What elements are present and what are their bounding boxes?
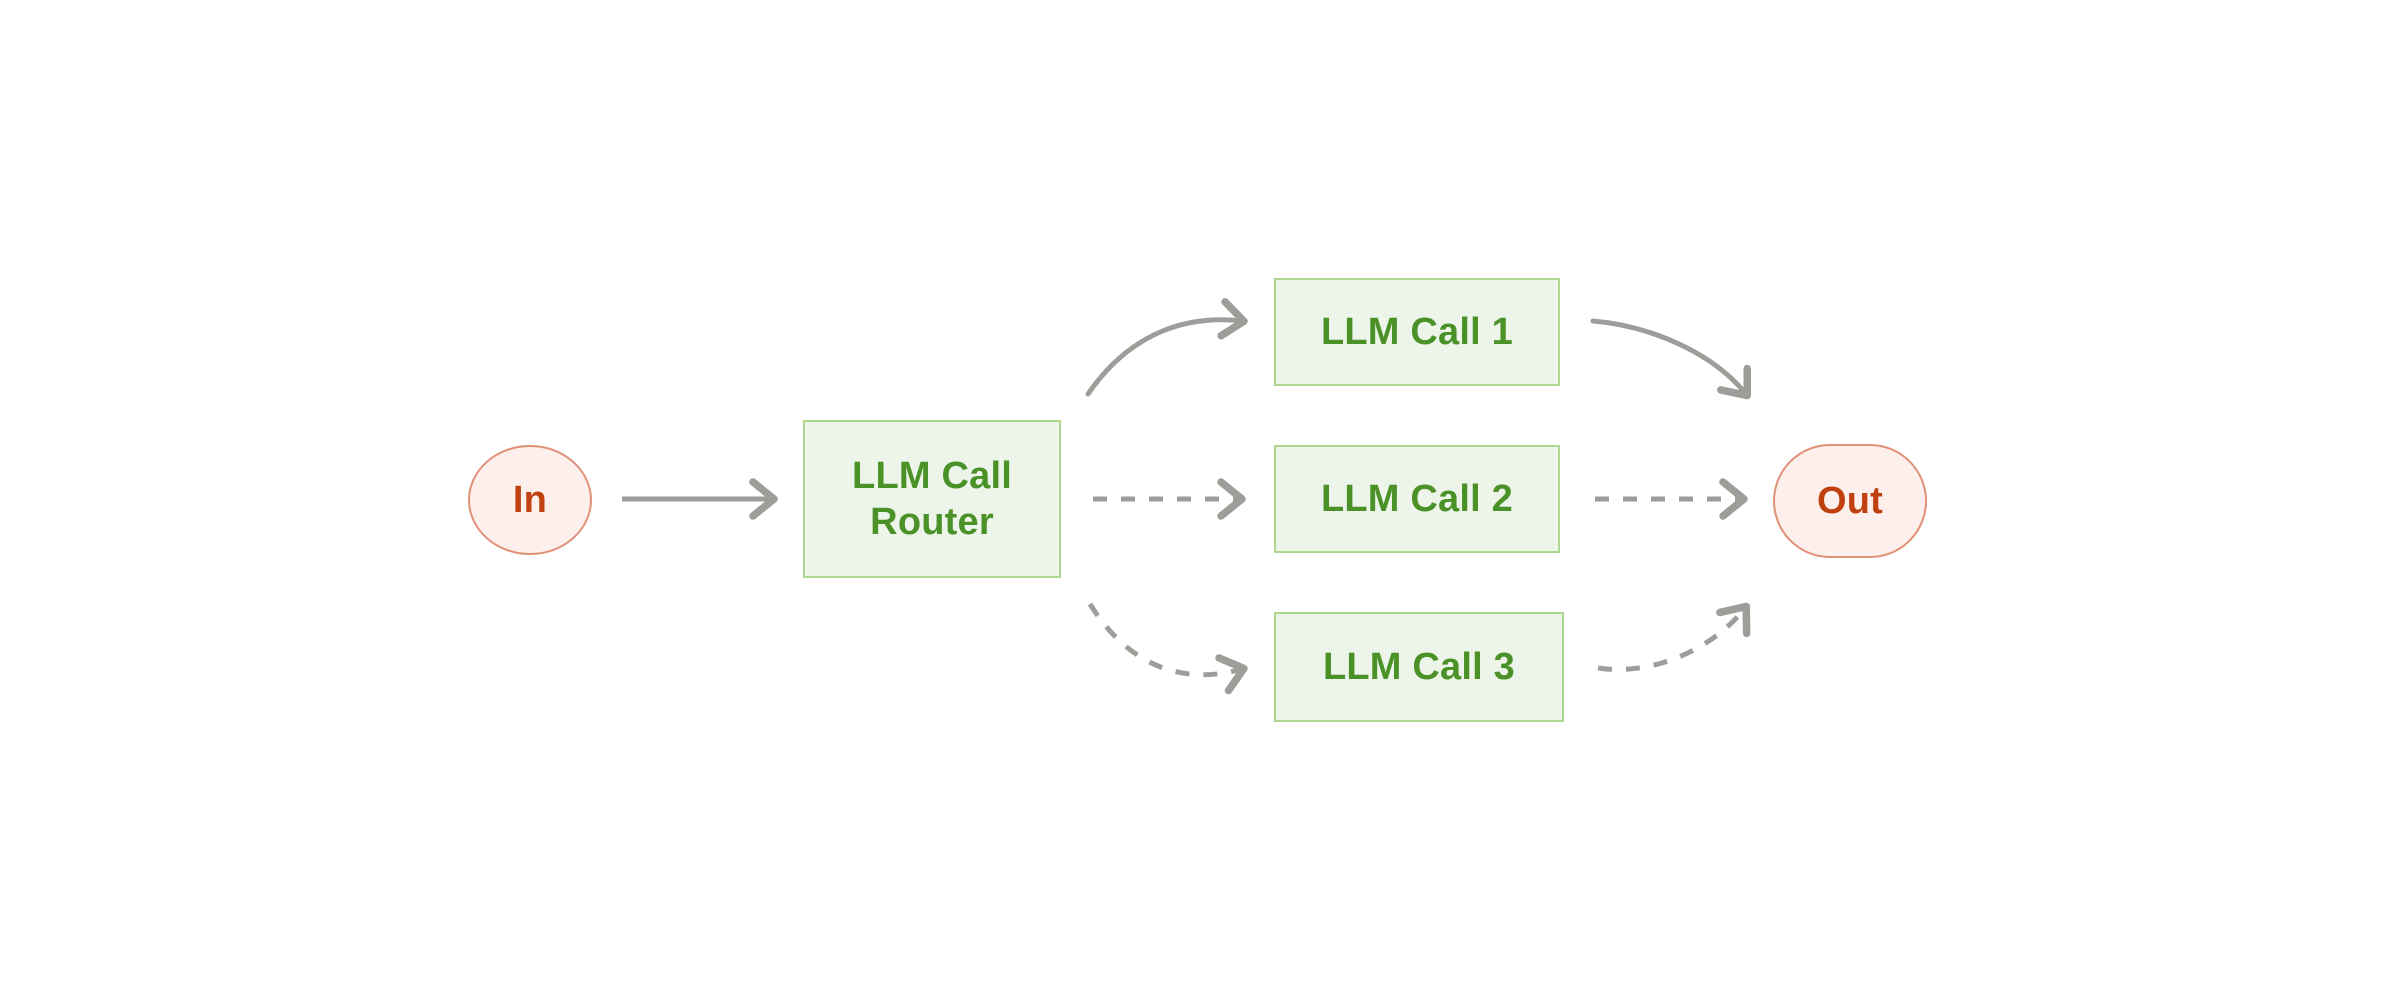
node-llm-call-router[interactable]: LLM Call Router bbox=[803, 420, 1061, 578]
node-llm-call-3-label: LLM Call 3 bbox=[1322, 645, 1516, 688]
edge-router-to-llm1 bbox=[1085, 298, 1248, 397]
node-in[interactable]: In bbox=[468, 445, 592, 555]
edge-router-to-llm3 bbox=[1087, 602, 1248, 695]
edge-llm3-to-out bbox=[1597, 602, 1751, 672]
node-llm-call-2-label: LLM Call 2 bbox=[1320, 477, 1514, 520]
node-out-label: Out bbox=[1816, 479, 1884, 522]
node-llm-call-1-label: LLM Call 1 bbox=[1320, 310, 1514, 353]
node-llm-call-1[interactable]: LLM Call 1 bbox=[1274, 278, 1560, 386]
edge-llm1-to-out bbox=[1590, 318, 1752, 400]
node-llm-call-3[interactable]: LLM Call 3 bbox=[1274, 612, 1564, 722]
node-llm-call-2[interactable]: LLM Call 2 bbox=[1274, 445, 1560, 553]
node-in-label: In bbox=[512, 478, 548, 521]
node-llm-call-router-label: LLM Call Router bbox=[852, 454, 1012, 543]
node-out[interactable]: Out bbox=[1773, 444, 1927, 558]
